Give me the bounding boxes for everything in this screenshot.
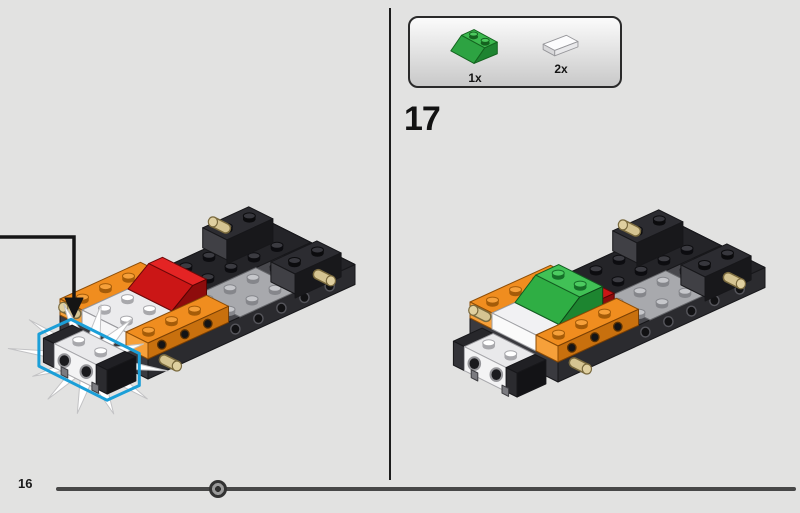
white-tile-icon	[542, 34, 579, 56]
front-bumper-assembly	[42, 324, 137, 395]
green-slope-icon	[450, 28, 498, 64]
panel-divider	[389, 8, 391, 480]
assembly-illustration	[0, 206, 766, 415]
step-number: 17	[404, 100, 441, 138]
part-item-white-tile: 2x	[536, 30, 586, 75]
part-count-green-slope: 1x	[468, 70, 482, 85]
part-item-green-slope: 1x	[444, 21, 506, 84]
highlight-outline	[37, 317, 141, 402]
front-bumper-assembly	[452, 327, 547, 398]
chassis-model-left	[7, 206, 356, 415]
attach-arrow	[0, 235, 84, 318]
chassis-model-right	[452, 209, 766, 398]
progress-knob[interactable]	[209, 480, 227, 498]
part-count-white-tile: 2x	[554, 61, 568, 76]
page-number: 16	[18, 476, 33, 491]
parts-callout: 1x 2x	[408, 16, 622, 88]
progress-track[interactable]	[56, 487, 796, 491]
